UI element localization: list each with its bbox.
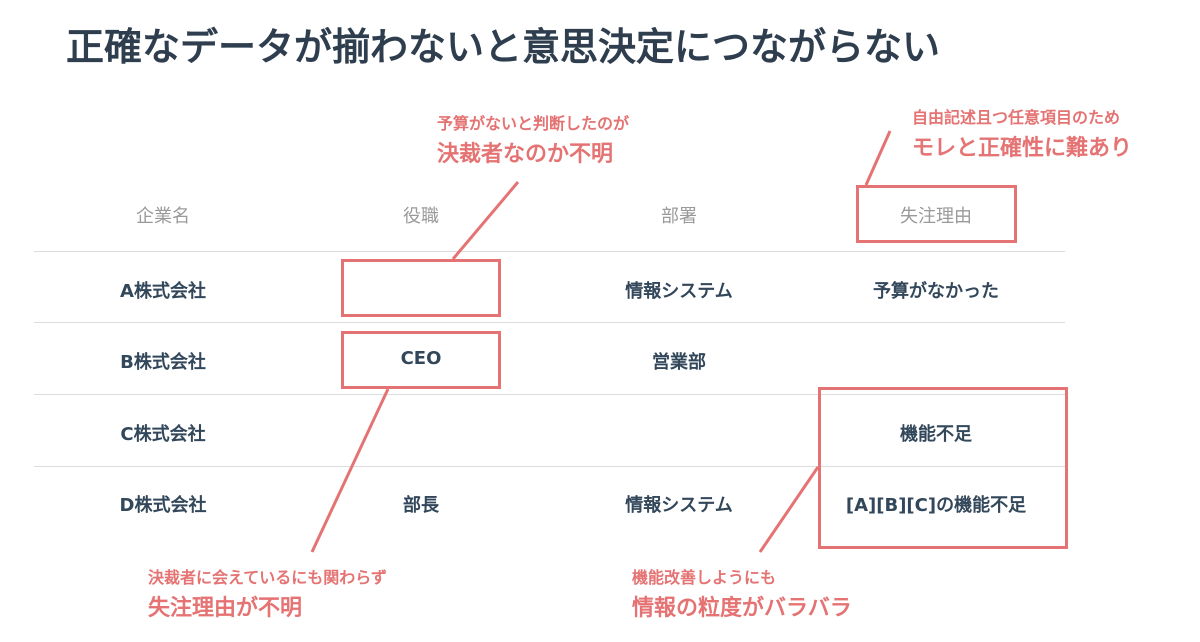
- cell-department-a: 情報システム: [625, 281, 733, 302]
- connector-line-budget: [451, 181, 520, 260]
- annotation-reason-unknown-line2: 失注理由が不明: [148, 596, 303, 621]
- annotation-reason-unknown-line1: 決裁者に会えているにも関わらず: [148, 568, 387, 587]
- annotation-free-text-line1: 自由記述且つ任意項目のため: [912, 108, 1121, 127]
- cell-department-d: 情報システム: [625, 495, 733, 516]
- connector-line-free-text: [864, 130, 892, 186]
- header-position: 役職: [403, 206, 439, 227]
- cell-reason-c: 機能不足: [900, 424, 972, 445]
- annotation-free-text: 自由記述且つ任意項目のため モレと正確性に難あり: [912, 104, 1132, 162]
- connector-line-granularity: [758, 466, 820, 553]
- annotation-reason-unknown: 決裁者に会えているにも関わらず 失注理由が不明: [148, 564, 387, 622]
- annotation-granularity-line1: 機能改善しようにも: [632, 568, 777, 587]
- cell-position-b: CEO: [400, 348, 442, 369]
- cell-company-d: D株式会社: [119, 495, 207, 516]
- annotation-granularity-line2: 情報の粒度がバラバラ: [632, 596, 852, 621]
- connector-line-reason-unknown: [310, 388, 390, 553]
- annotation-budget-line1: 予算がないと判断したのが: [437, 114, 630, 133]
- highlight-box-position-a: [341, 259, 501, 317]
- table-rule: [34, 394, 1065, 395]
- cell-company-c: C株式会社: [120, 424, 206, 445]
- cell-company-a: A株式会社: [120, 281, 206, 302]
- cell-reason-a: 予算がなかった: [873, 281, 999, 302]
- annotation-granularity: 機能改善しようにも 情報の粒度がバラバラ: [632, 564, 852, 622]
- highlight-box-reasons-cd: [818, 387, 1068, 549]
- highlight-box-position-b: [341, 331, 501, 389]
- header-department: 部署: [661, 206, 697, 227]
- annotation-budget-line2: 決裁者なのか不明: [437, 142, 614, 167]
- table-rule: [34, 251, 1065, 252]
- table-rule: [34, 466, 1065, 467]
- cell-position-d: 部長: [403, 495, 439, 516]
- header-lost-reason: 失注理由: [900, 206, 972, 227]
- cell-department-b: 営業部: [652, 352, 706, 373]
- table-rule: [34, 322, 1065, 323]
- annotation-free-text-line2: モレと正確性に難あり: [912, 136, 1133, 161]
- page-title: 正確なデータが揃わないと意思決定につながらない: [66, 25, 941, 69]
- cell-company-b: B株式会社: [120, 352, 206, 373]
- cell-reason-d: [A][B][C]の機能不足: [845, 495, 1027, 516]
- header-company: 企業名: [136, 206, 190, 227]
- highlight-box-lost-reason-header: [856, 185, 1017, 243]
- annotation-budget: 予算がないと判断したのが 決裁者なのか不明: [437, 110, 629, 168]
